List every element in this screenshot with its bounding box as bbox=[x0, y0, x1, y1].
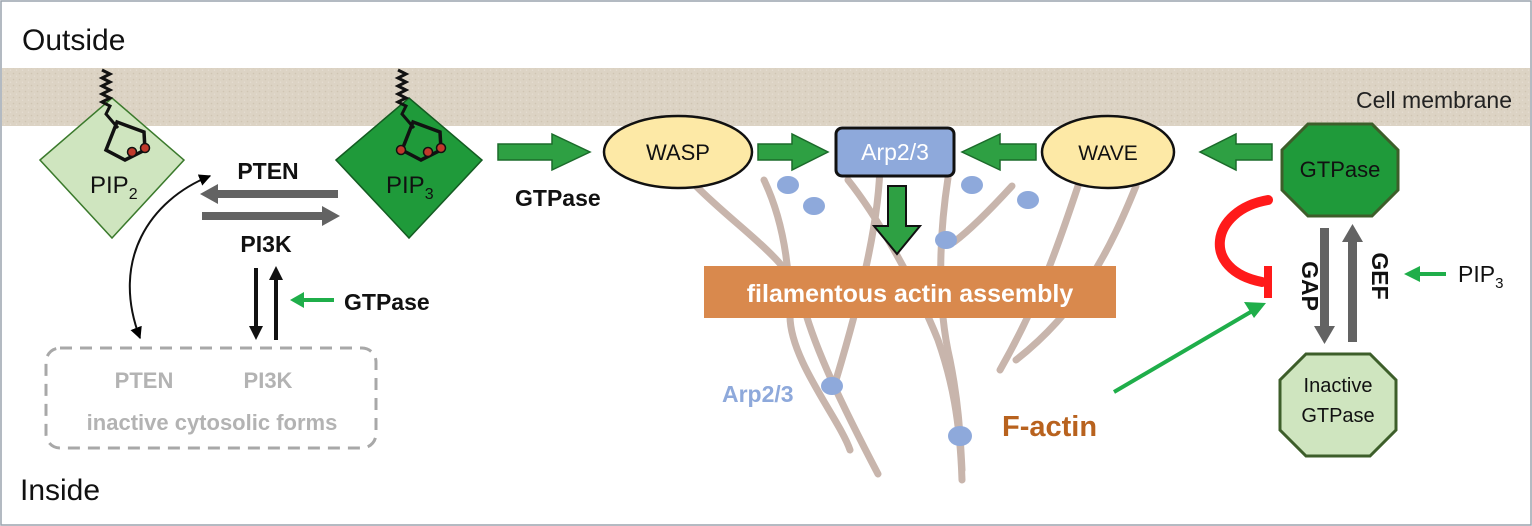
pten-label: PTEN bbox=[237, 158, 298, 184]
active-gtpase-label: GTPase bbox=[1300, 157, 1381, 182]
arp23-dot bbox=[961, 176, 983, 194]
actin-assembly-bar bbox=[704, 266, 1116, 318]
inactive-gtpase-node bbox=[1278, 352, 1398, 458]
wave-node bbox=[1040, 114, 1176, 190]
wave-to-arp23-arrow bbox=[960, 132, 1037, 172]
pip3-to-gef-arrow-head bbox=[1404, 266, 1420, 282]
factin-to-gap-arrow-head bbox=[1244, 302, 1266, 318]
factin-to-gap-arrow bbox=[1112, 308, 1256, 394]
arp23-label: Arp2/3 bbox=[722, 381, 794, 407]
outside-label: Outside bbox=[22, 24, 125, 57]
pip3-phosphate-icon bbox=[422, 146, 434, 158]
active-gtpase-node bbox=[1280, 122, 1400, 218]
pip3-diamond bbox=[334, 97, 484, 240]
gap-gef-cycle: GAP GEF bbox=[1297, 224, 1393, 344]
pip2-diamond bbox=[38, 97, 186, 240]
inactive-box-border bbox=[44, 346, 378, 450]
inactive-gtpase-line2: GTPase bbox=[1301, 405, 1374, 427]
pip3-label: PIP3 bbox=[386, 172, 434, 203]
gef-arrow bbox=[1348, 240, 1357, 342]
arp23-node bbox=[834, 126, 956, 178]
gtpase-pi3k-label: GTPase bbox=[344, 289, 430, 315]
membrane-cytosol-exchange-arrow bbox=[128, 174, 212, 340]
gtpase-to-wave-arrow bbox=[1198, 132, 1273, 172]
pip2-phosphate-icon bbox=[139, 142, 151, 154]
pip3-phosphate-icon bbox=[435, 142, 447, 154]
cell-membrane bbox=[2, 68, 1530, 126]
pip3-tail-icon bbox=[394, 68, 416, 129]
gap-arrow bbox=[1320, 228, 1329, 328]
pip3-to-wasp-arrow bbox=[497, 132, 592, 172]
pip2-phosphate-icon bbox=[126, 146, 138, 158]
arp23-to-assembly-arrow bbox=[871, 185, 923, 256]
pi3k-label: PI3K bbox=[240, 231, 292, 257]
arp23-dot bbox=[948, 426, 972, 446]
pten-arrow bbox=[200, 184, 338, 204]
wasp-node bbox=[602, 114, 754, 190]
pip3-gef-label: PIP3 bbox=[1458, 261, 1503, 292]
factin-label: F-actin bbox=[1002, 411, 1097, 443]
arp23-node-label: Arp2/3 bbox=[861, 139, 929, 165]
wasp-to-arp23-arrow bbox=[757, 132, 830, 172]
wasp-label: WASP bbox=[646, 140, 710, 165]
inactive-caption: inactive cytosolic forms bbox=[87, 410, 338, 435]
pi3k-arrow bbox=[202, 206, 340, 226]
gef-label: GEF bbox=[1367, 252, 1393, 299]
inside-label: Inside bbox=[20, 474, 100, 507]
gap-label: GAP bbox=[1297, 261, 1323, 311]
inactive-gtpase-line1: Inactive bbox=[1304, 375, 1373, 397]
arp23-dot bbox=[821, 377, 843, 395]
pip3-lipid: PIP3 bbox=[334, 68, 484, 240]
arp23-dot bbox=[803, 197, 825, 215]
pi3k-translocation-arrows bbox=[249, 266, 283, 340]
up-arrow-head bbox=[269, 266, 283, 280]
gtpase-inhibition-arc bbox=[1215, 195, 1273, 287]
gtpase-wasp-label: GTPase bbox=[515, 185, 601, 211]
gap-arrow-head bbox=[1314, 326, 1335, 344]
arp23-dots bbox=[777, 176, 1039, 446]
pip3-phosphate-icon bbox=[395, 144, 407, 156]
inactive-cytosolic-box: PTEN PI3K inactive cytosolic forms bbox=[44, 346, 378, 450]
gef-arrow-head bbox=[1342, 224, 1363, 242]
inactive-pten-label: PTEN bbox=[115, 368, 174, 393]
actin-filament bbox=[832, 156, 884, 384]
actin-filament bbox=[950, 182, 1016, 246]
arp23-dot bbox=[777, 176, 799, 194]
pip2-tail-icon bbox=[98, 68, 120, 129]
actin-assembly-label: filamentous actin assembly bbox=[747, 280, 1074, 308]
wave-label: WAVE bbox=[1078, 142, 1138, 165]
inactive-pi3k-label: PI3K bbox=[244, 368, 293, 393]
arp23-dot bbox=[1017, 191, 1039, 209]
gtpase-to-pi3k-arrow-head bbox=[290, 292, 304, 308]
arp23-dot bbox=[935, 231, 957, 249]
down-arrow-head bbox=[249, 326, 263, 340]
pten-pi3k-conversion: PTEN PI3K bbox=[200, 158, 340, 257]
membrane-label: Cell membrane bbox=[1356, 87, 1512, 113]
